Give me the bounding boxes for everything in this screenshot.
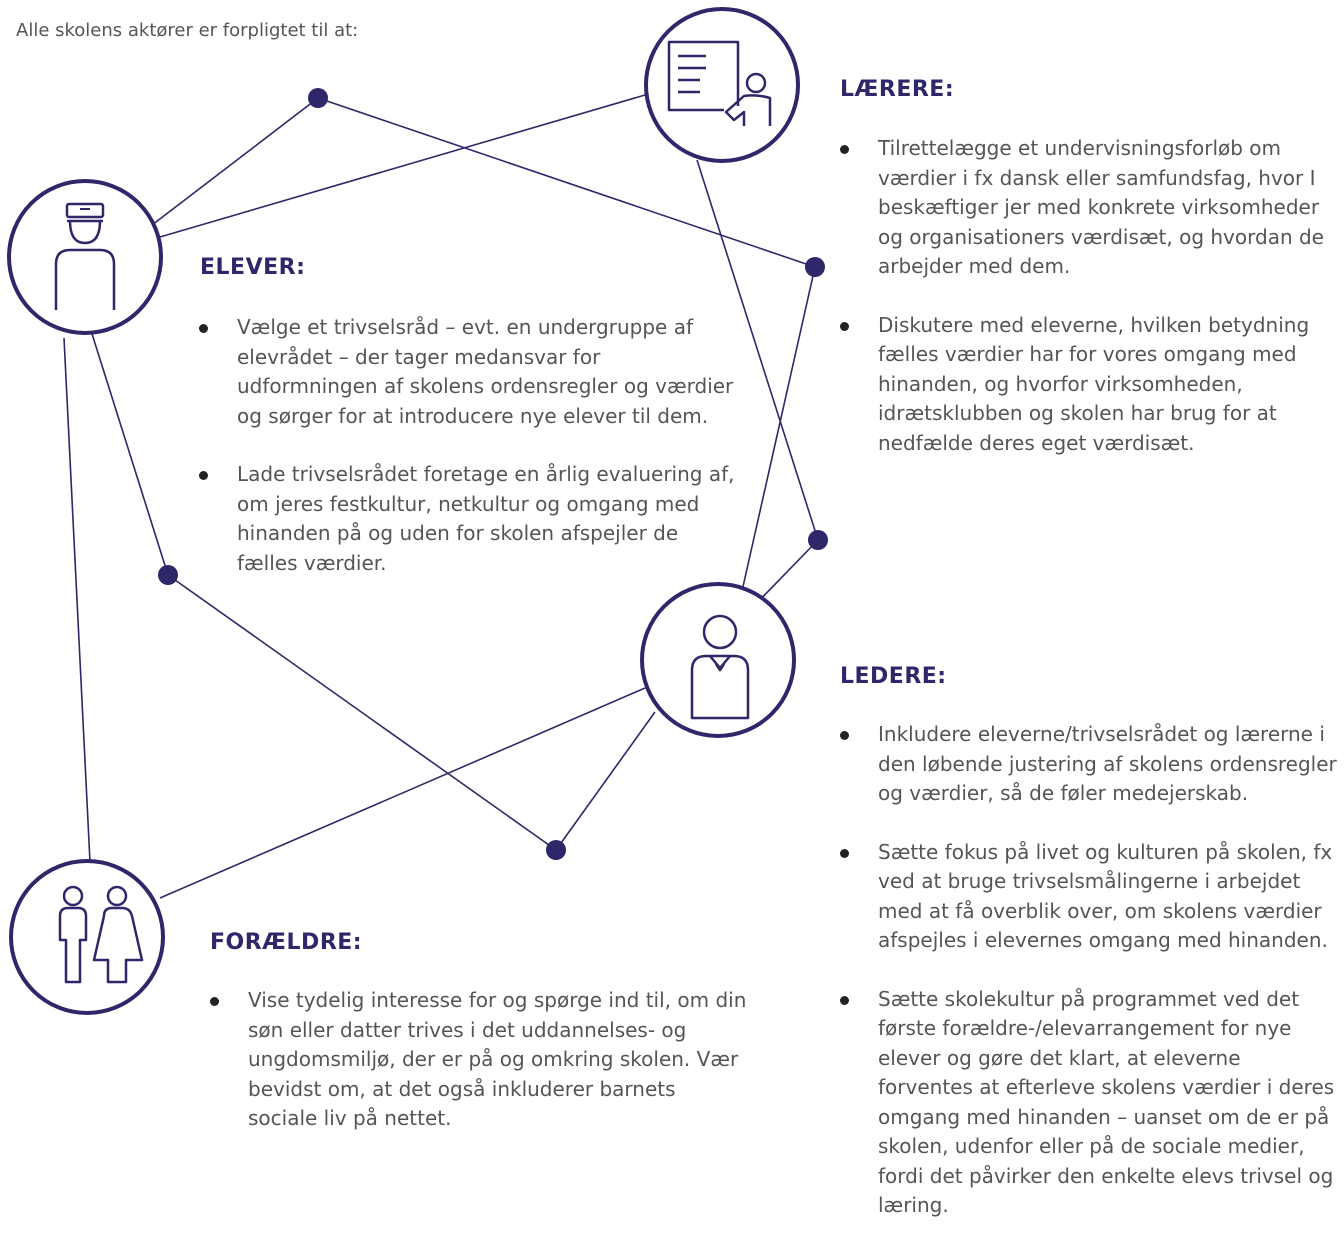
connector-line [159,687,646,899]
node-dot [808,530,828,550]
list-item: Vise tydelig interesse for og spørge ind… [210,986,750,1134]
list-item: Sætte skolekultur på programmet ved det … [840,985,1340,1221]
bullet-icon [199,471,208,480]
bullet-text: Vælge et trivselsråd – evt. en undergrup… [237,315,734,428]
bullet-text: Lade trivselsrådet foretage en årlig eva… [237,462,735,575]
connector-line [696,159,819,541]
laerere-list: Tilrettelægge et undervisningsforløb om … [840,134,1340,487]
list-item: Sætte fokus på livet og kulturen på skol… [840,838,1340,956]
ledere-node [640,582,796,738]
bullet-icon [840,848,849,858]
elever-list: Vælge et trivselsråd – evt. en undergrup… [199,313,739,607]
elever-node [7,179,163,335]
laerere-heading: LÆRERE: [840,77,955,102]
foraeldre-node [9,859,165,1015]
bullet-text: Inkludere eleverne/trivselsrådet og lære… [878,722,1337,805]
foraeldre-list: Vise tydelig interesse for og spørge ind… [210,986,750,1163]
list-item: Lade trivselsrådet foretage en årlig eva… [199,460,739,578]
bullet-text: Diskutere med eleverne, hvilken betydnin… [878,312,1310,455]
bullet-text: Vise tydelig interesse for og spørge ind… [248,988,747,1130]
node-dot [805,257,825,277]
bullet-icon [840,145,849,154]
ledere-heading: LEDERE: [840,664,947,689]
node-dots [158,88,828,860]
laerere-node [644,7,800,163]
elever-heading: ELEVER: [200,255,306,280]
connector-line [63,337,91,863]
node-dot [308,88,328,108]
connector-line [555,711,656,851]
bullet-text: Tilrettelægge et undervisningsforløb om … [878,136,1324,278]
list-item: Inkludere eleverne/trivselsrådet og lære… [840,720,1340,809]
student-cap-icon [54,202,116,310]
ledere-list: Inkludere eleverne/trivselsrådet og lære… [840,720,1340,1250]
leader-tie-icon [690,614,750,720]
list-item: Vælge et trivselsråd – evt. en undergrup… [199,313,739,431]
bullet-icon [840,731,849,740]
connector-lines [63,94,819,899]
list-item: Tilrettelægge et undervisningsforløb om … [840,134,1340,282]
connector-line [86,317,169,576]
foraeldre-heading: FORÆLDRE: [210,930,363,955]
bullet-text: Sætte skolekultur på programmet ved det … [878,986,1335,1218]
connector-line [167,574,557,851]
bullet-text: Sætte fokus på livet og kulturen på skol… [878,839,1333,953]
parents-couple-icon [58,885,144,984]
bullet-icon [840,995,849,1005]
list-item: Diskutere med eleverne, hvilken betydnin… [840,311,1340,459]
teacher-whiteboard-icon [667,40,772,126]
bullet-icon [840,321,849,331]
bullet-icon [199,324,208,333]
connector-line [317,97,816,268]
connector-line [739,266,816,601]
bullet-icon [210,997,219,1006]
connector-line [159,94,646,238]
connector-line [151,97,319,226]
node-dot [158,565,178,585]
node-dot [546,840,566,860]
intro-text: Alle skolens aktører er forpligtet til a… [16,20,359,41]
